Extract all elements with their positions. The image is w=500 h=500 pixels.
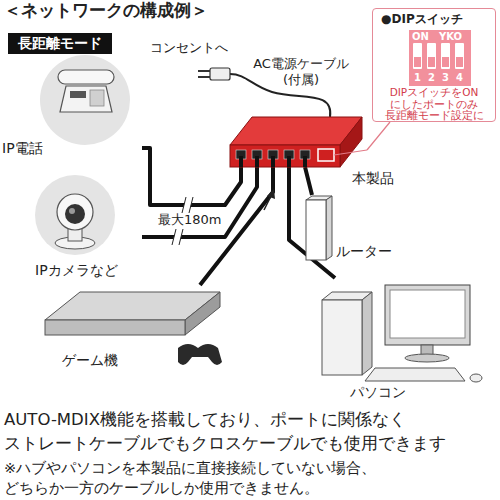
console-side [185,292,220,335]
lan-cable [142,148,241,205]
distance-label: 最大180m [158,212,221,228]
cable-plug [255,156,259,167]
plug-prong [198,70,210,72]
break-line [172,229,176,245]
port-number: 2 [427,72,436,84]
device-label: ゲーム機 [62,352,118,369]
cable-break [172,229,183,245]
dip-toggle [442,57,449,67]
diagram-title: ＜ネットワークの構成例＞ [4,0,208,20]
port-number: 3 [441,72,450,84]
monitor-frame [385,285,470,345]
router-front [306,200,326,260]
cable-plug [287,156,291,167]
hub-front [230,145,340,167]
ip-camera: IPカメラなど [2,170,142,282]
callout-body: DIPスイッチをON にしたポートのみ 長距離モード設定に [375,87,493,122]
pointer-head [267,189,275,199]
caption-text: AUTO-MDIX機能を搭載しており、ポートに関係なく ストレートケーブルでもク… [4,408,496,456]
phone-backdrop [40,55,130,145]
game-controller [178,344,222,365]
cable-label: AC電源ケーブル (付属) [245,56,357,87]
device-label: 本製品 [352,170,394,187]
hub-side [340,117,362,167]
dip-toggle [428,57,435,67]
device-label: ルーター [336,243,392,260]
dip-slot [455,43,464,69]
router-side [326,196,332,260]
band-label: 長距離モード [8,35,112,52]
cable-plug [271,156,275,167]
personal-computer: パソコン [318,278,490,406]
monitor-base [405,354,449,362]
console-front [45,320,185,335]
device-label: IP電話 [2,140,43,157]
cable-plug [239,156,243,167]
plug-prong [198,76,210,78]
mode-band: 長距離モード [8,33,112,54]
break-line [179,229,183,245]
hub-top [230,117,362,145]
phone-display [70,91,86,98]
camera-head [57,194,93,230]
footnote: ※ハブやパソコンを本製品に直接接続していない場合、 どちらか一方のケーブルしか使… [4,458,496,498]
break-line [182,197,186,213]
dip-slot [441,43,450,69]
device-label: パソコン [350,384,406,401]
dip-toggle [414,57,421,67]
mouse [470,374,482,382]
dip-indicator [318,149,334,161]
switch-label: YKO [439,31,462,43]
outlet-note: コンセントへ [150,40,228,56]
lan-cable [305,167,312,195]
switching-hub: 本製品 [222,105,367,167]
camera-backdrop [35,175,115,255]
lens-highlight [69,208,75,214]
lan-cable [289,167,335,278]
phone-handset [58,70,114,84]
port-number: 1 [413,72,422,84]
device-label: IPカメラなど [35,262,118,279]
pc-tower [322,300,362,375]
monitor-screen [390,290,465,338]
callout-leader [367,122,390,150]
router: ルーター [298,195,398,265]
power-plug [210,68,230,80]
pointer-arrow [264,196,271,210]
lan-cable [142,167,257,237]
dip-slot [413,43,422,69]
cable-plug [303,156,307,167]
dip-toggle [456,57,463,67]
break-line [189,197,193,213]
port-number: 4 [455,72,464,84]
leader-line [334,150,367,155]
game-console: ゲーム機 [38,285,228,375]
keyboard [365,368,465,381]
camera-lens [65,204,85,224]
cable-break [182,197,193,213]
dip-slot [427,43,436,69]
phone-keypad [90,90,104,106]
tower-side [362,292,372,375]
callout-heading: ●DIPスイッチ [381,12,463,26]
switch-label: ON [412,31,429,43]
phone-body [60,86,112,112]
ip-phone: IP電話 [2,55,142,160]
